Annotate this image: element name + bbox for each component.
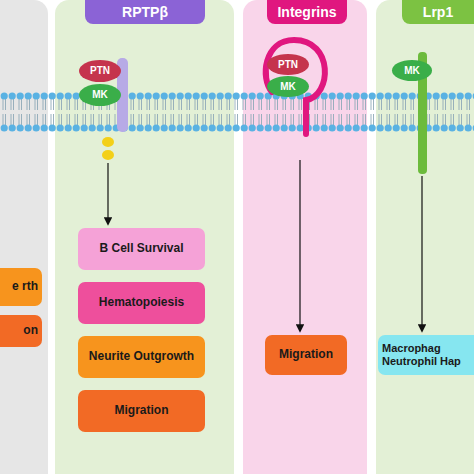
receptor-header: Lrp1 [402, 0, 474, 24]
ligand-oval: PTN [79, 60, 121, 82]
ligand-oval: PTN [267, 54, 309, 75]
receptor-header: RPTPβ [85, 0, 205, 24]
outcome-box: Migration [78, 390, 205, 432]
ligand-oval: MK [267, 76, 309, 97]
ligand-label: PTN [278, 59, 298, 71]
outcome-box: Migration [265, 335, 347, 375]
outcome-label: Neurite Outgrowth [89, 350, 194, 364]
receptor-panel: RPTPβPTN MK B Cell SurvivalHematopoiesisNe… [55, 0, 234, 474]
outcome-box: Macrophag Neutrophil Hap [378, 335, 474, 375]
outcome-box: on [0, 315, 42, 347]
outcome-box: B Cell Survival [78, 228, 205, 270]
receptor-panel: IntegrinsPTN MK Migration [243, 0, 367, 474]
outcome-label: Migration [279, 348, 333, 362]
outcome-label: Hematopoiesis [99, 296, 184, 310]
outcome-box: Neurite Outgrowth [78, 336, 205, 378]
ligand-label: PTN [90, 65, 110, 77]
outcome-label: e rth [12, 280, 38, 294]
ligand-label: MK [92, 89, 108, 101]
outcome-box: e rth [0, 268, 42, 306]
receptor-header: Integrins [267, 0, 347, 24]
outcome-label: Migration [115, 404, 169, 418]
outcome-box: Hematopoiesis [78, 282, 205, 324]
ligand-oval: MK [392, 60, 432, 81]
outcome-label: B Cell Survival [99, 242, 183, 256]
receptor-panel [0, 0, 48, 474]
ligand-label: MK [404, 65, 420, 77]
ligand-label: MK [280, 81, 296, 93]
outcome-label: on [23, 324, 38, 338]
receptor-panel: Lrp1MK Macrophag Neutrophil Hap [376, 0, 474, 474]
ligand-oval: MK [79, 84, 121, 106]
outcome-label: Macrophag Neutrophil Hap [382, 342, 470, 367]
